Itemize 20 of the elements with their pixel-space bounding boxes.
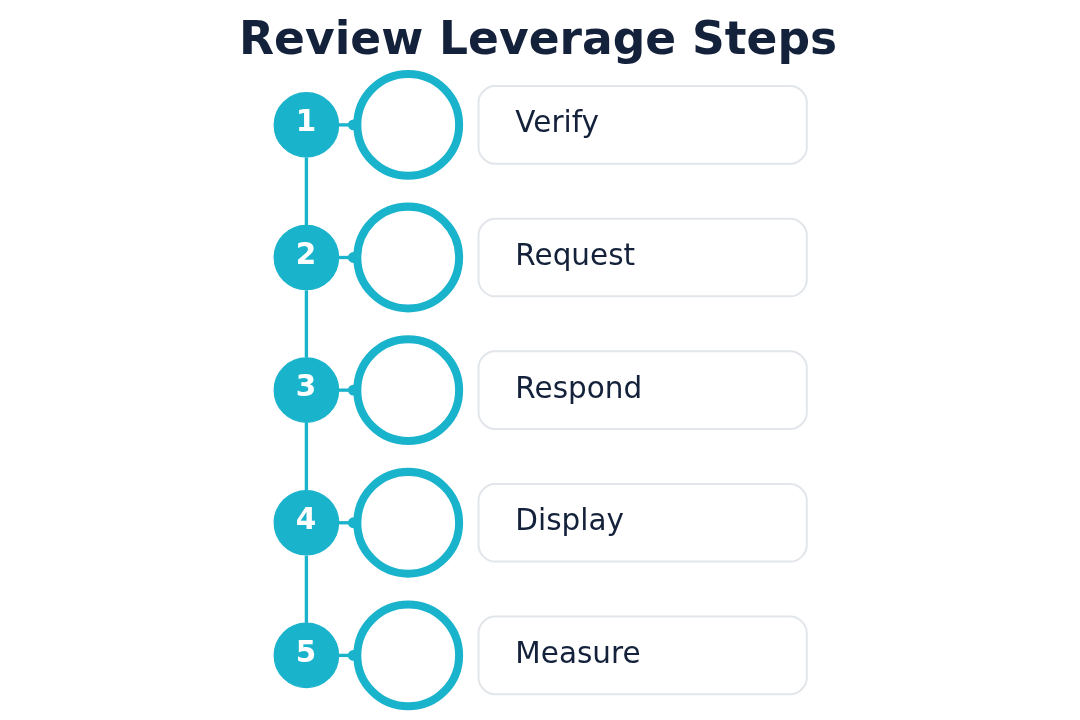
node-circle [352,467,463,578]
node-box: Verify [477,85,808,165]
node-circle: 2 [273,224,339,291]
connector [304,422,308,491]
node-box: Measure [477,615,808,696]
connector [304,555,308,623]
node-circle: 5 [273,622,339,689]
node-box: Respond [477,350,808,430]
connector [304,290,308,358]
node-circle [352,335,463,446]
node-circle: 4 [273,489,339,556]
node-circle: 3 [273,357,339,423]
node-box: Request [477,217,808,298]
node-circle [352,69,463,180]
node-circle: 1 [273,92,339,158]
connector [304,157,308,225]
diagram-title: Review Leverage Steps [238,12,837,66]
node-circle [352,600,463,711]
node-box: Display [477,482,808,563]
node-circle [352,202,463,313]
